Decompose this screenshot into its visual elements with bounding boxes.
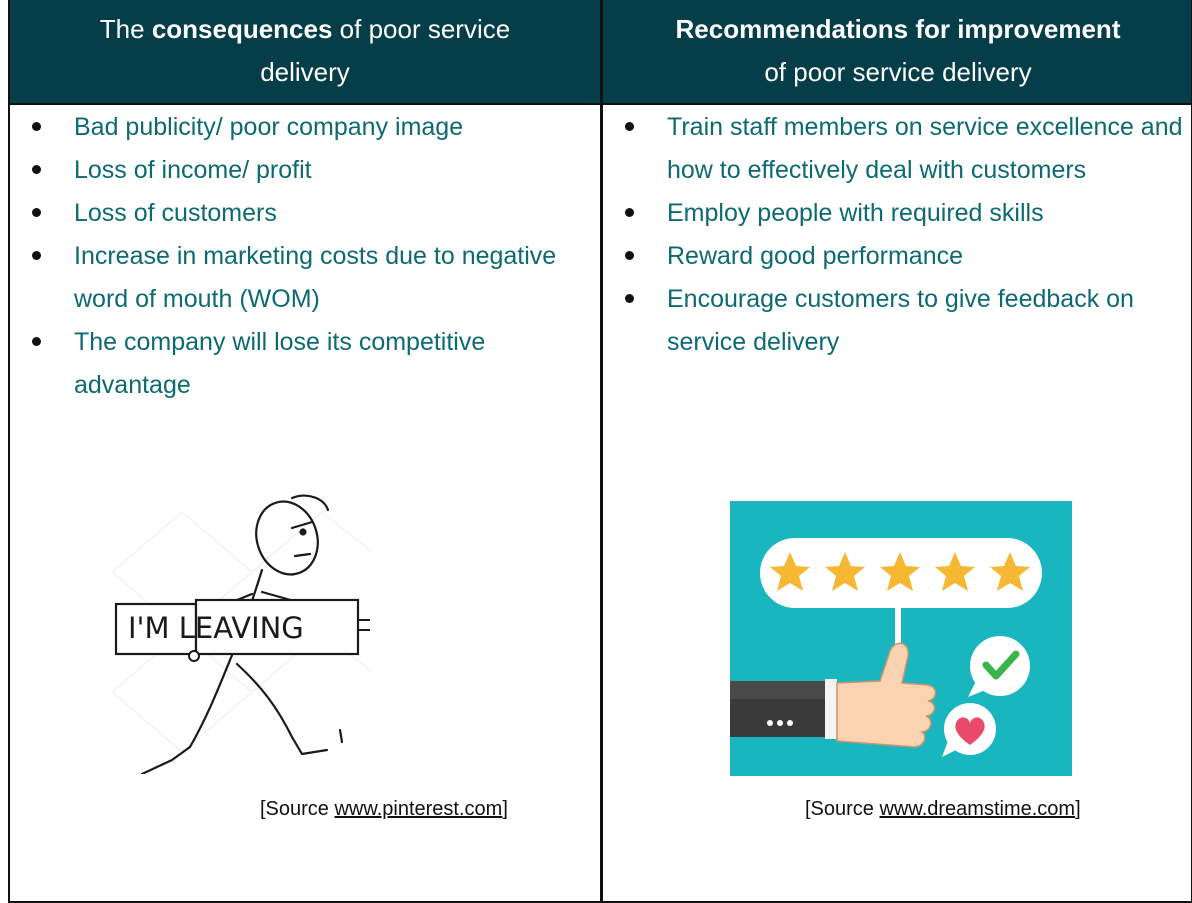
list-item: Bad publicity/ poor company image — [10, 106, 600, 149]
pinterest-source-link[interactable]: www.pinterest.com — [334, 798, 503, 820]
list-item: Employ people with required skills — [603, 192, 1192, 235]
list-item: Increase in marketing costs due to negat… — [10, 235, 600, 321]
star-icon — [880, 552, 920, 591]
list-item: Reward good performance — [603, 235, 1192, 278]
header-recommendations-line1: Recommendations for improvement — [675, 14, 1121, 44]
list-item: Loss of income/ profit — [10, 149, 600, 192]
list-item: Encourage customers to give feedback on … — [603, 278, 1192, 364]
dreamstime-source-caption: [Source www.dreamstime.com] — [805, 798, 1081, 820]
header-consequences-line2: delivery — [260, 57, 350, 87]
leaving-stick-figure-image: I'M LEAVING — [111, 494, 372, 774]
recommendations-column: Train staff members on service excellenc… — [603, 106, 1192, 364]
comparison-table: The consequences of poor service deliver… — [8, 0, 1192, 903]
list-item: The company will lose its competitive ad… — [10, 321, 600, 407]
recommendations-list: Train staff members on service excellenc… — [603, 106, 1192, 364]
header-consequences-line1: The consequences of poor service — [99, 14, 511, 44]
heart-icon — [955, 717, 985, 745]
star-icon — [825, 552, 865, 591]
list-item: Train staff members on service excellenc… — [603, 106, 1192, 192]
header-consequences-bold: consequences — [151, 14, 333, 44]
consequences-column: Bad publicity/ poor company image Loss o… — [10, 106, 600, 407]
five-star-rating-image — [730, 501, 1072, 776]
pinterest-source-caption: [Source www.pinterest.com] — [260, 798, 508, 820]
header-recommendations-line2: of poor service delivery — [764, 57, 1032, 87]
dreamstime-source-link[interactable]: www.dreamstime.com — [879, 798, 1076, 820]
star-icon — [770, 552, 810, 591]
consequences-list: Bad publicity/ poor company image Loss o… — [10, 106, 600, 407]
sign-text: I'M LEAVING — [128, 611, 304, 645]
star-icon-group — [770, 552, 1030, 591]
header-recommendations: Recommendations for improvement of poor … — [603, 0, 1192, 103]
check-icon — [982, 650, 1020, 680]
column-divider — [600, 0, 603, 903]
list-item: Loss of customers — [10, 192, 600, 235]
star-icon — [935, 552, 975, 591]
star-icon — [990, 552, 1030, 591]
header-consequences: The consequences of poor service deliver… — [10, 0, 600, 103]
